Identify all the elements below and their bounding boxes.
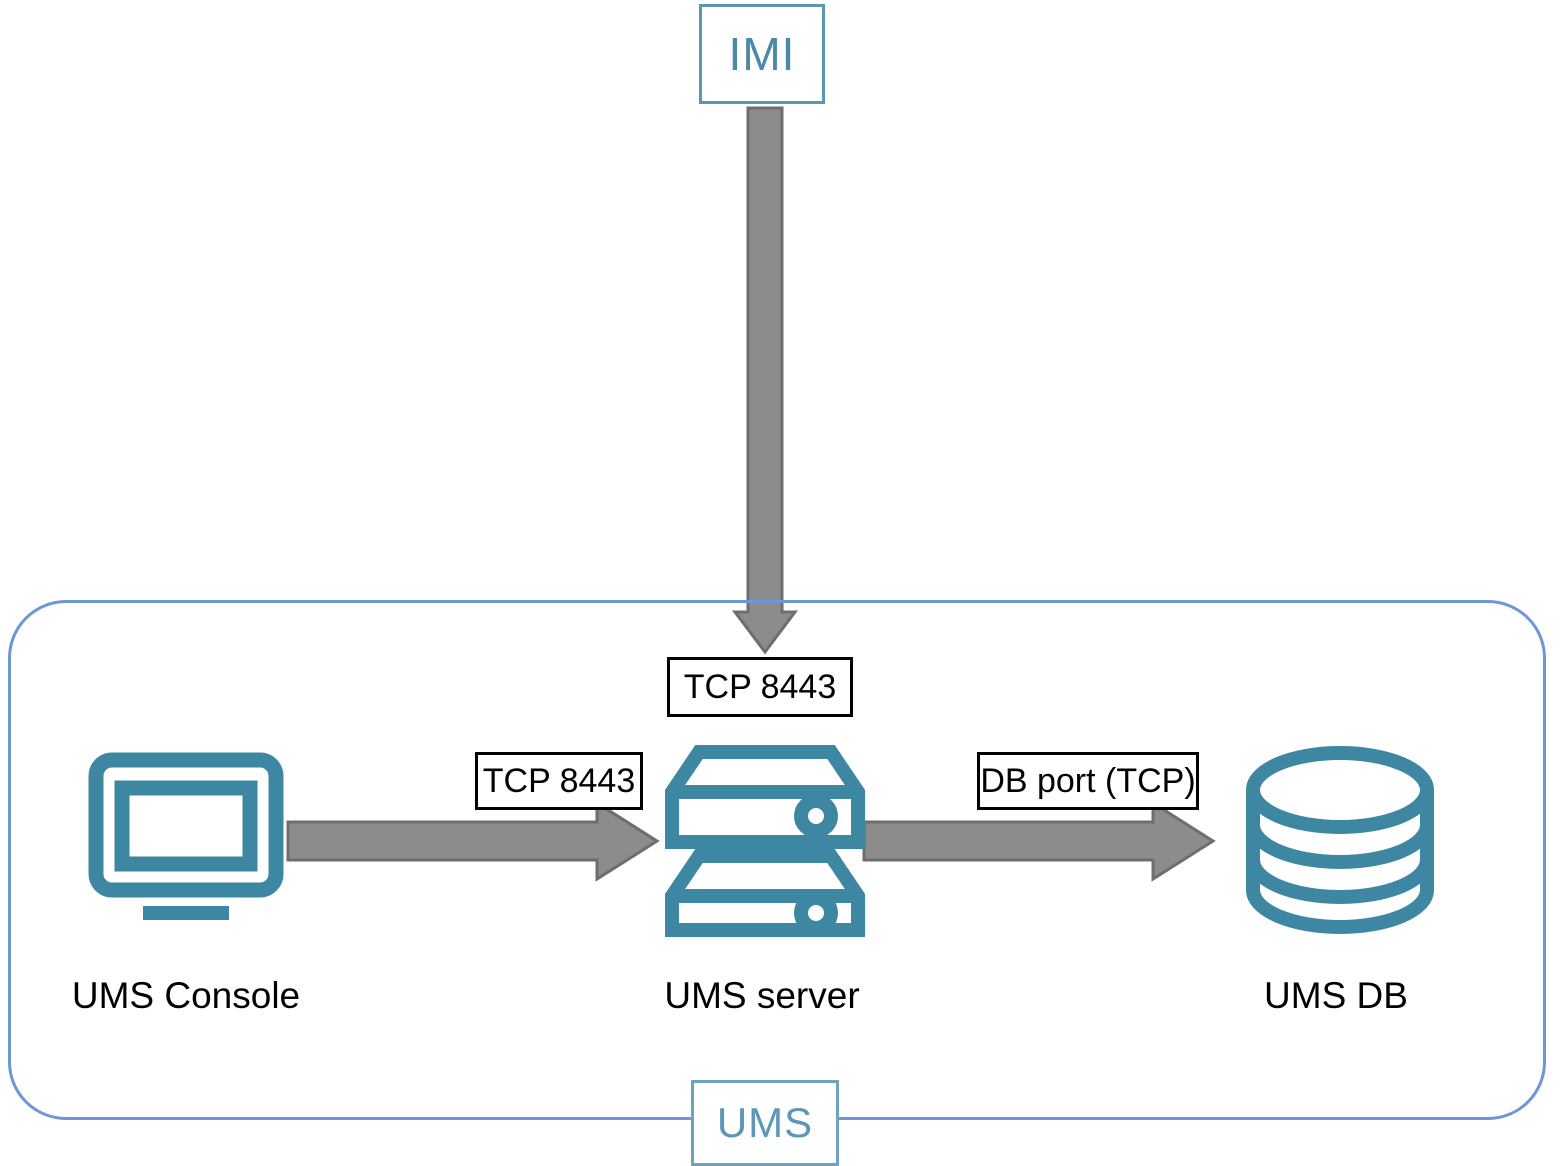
ums-boundary-label: UMS (716, 1099, 814, 1146)
imi-tag-box: IMI (699, 4, 825, 104)
node-caption-ums-server: UMS server (664, 975, 860, 1016)
port-label-text: DB port (TCP) (980, 761, 1196, 800)
port-label-text: TCP 8443 (683, 667, 837, 706)
node-caption-ums-console: UMS Console (71, 975, 301, 1016)
ums-boundary-tag-box: UMS (691, 1080, 839, 1166)
connection-label-server-to-db: DB port (TCP) (977, 752, 1199, 810)
connection-label-console-to-server: TCP 8443 (475, 752, 643, 810)
port-label-text: TCP 8443 (482, 761, 636, 800)
connection-label-imi-to-server: TCP 8443 (667, 657, 853, 717)
node-caption-ums-db: UMS DB (1264, 975, 1408, 1016)
imi-label: IMI (728, 28, 796, 80)
down-arrow-icon (732, 106, 798, 655)
